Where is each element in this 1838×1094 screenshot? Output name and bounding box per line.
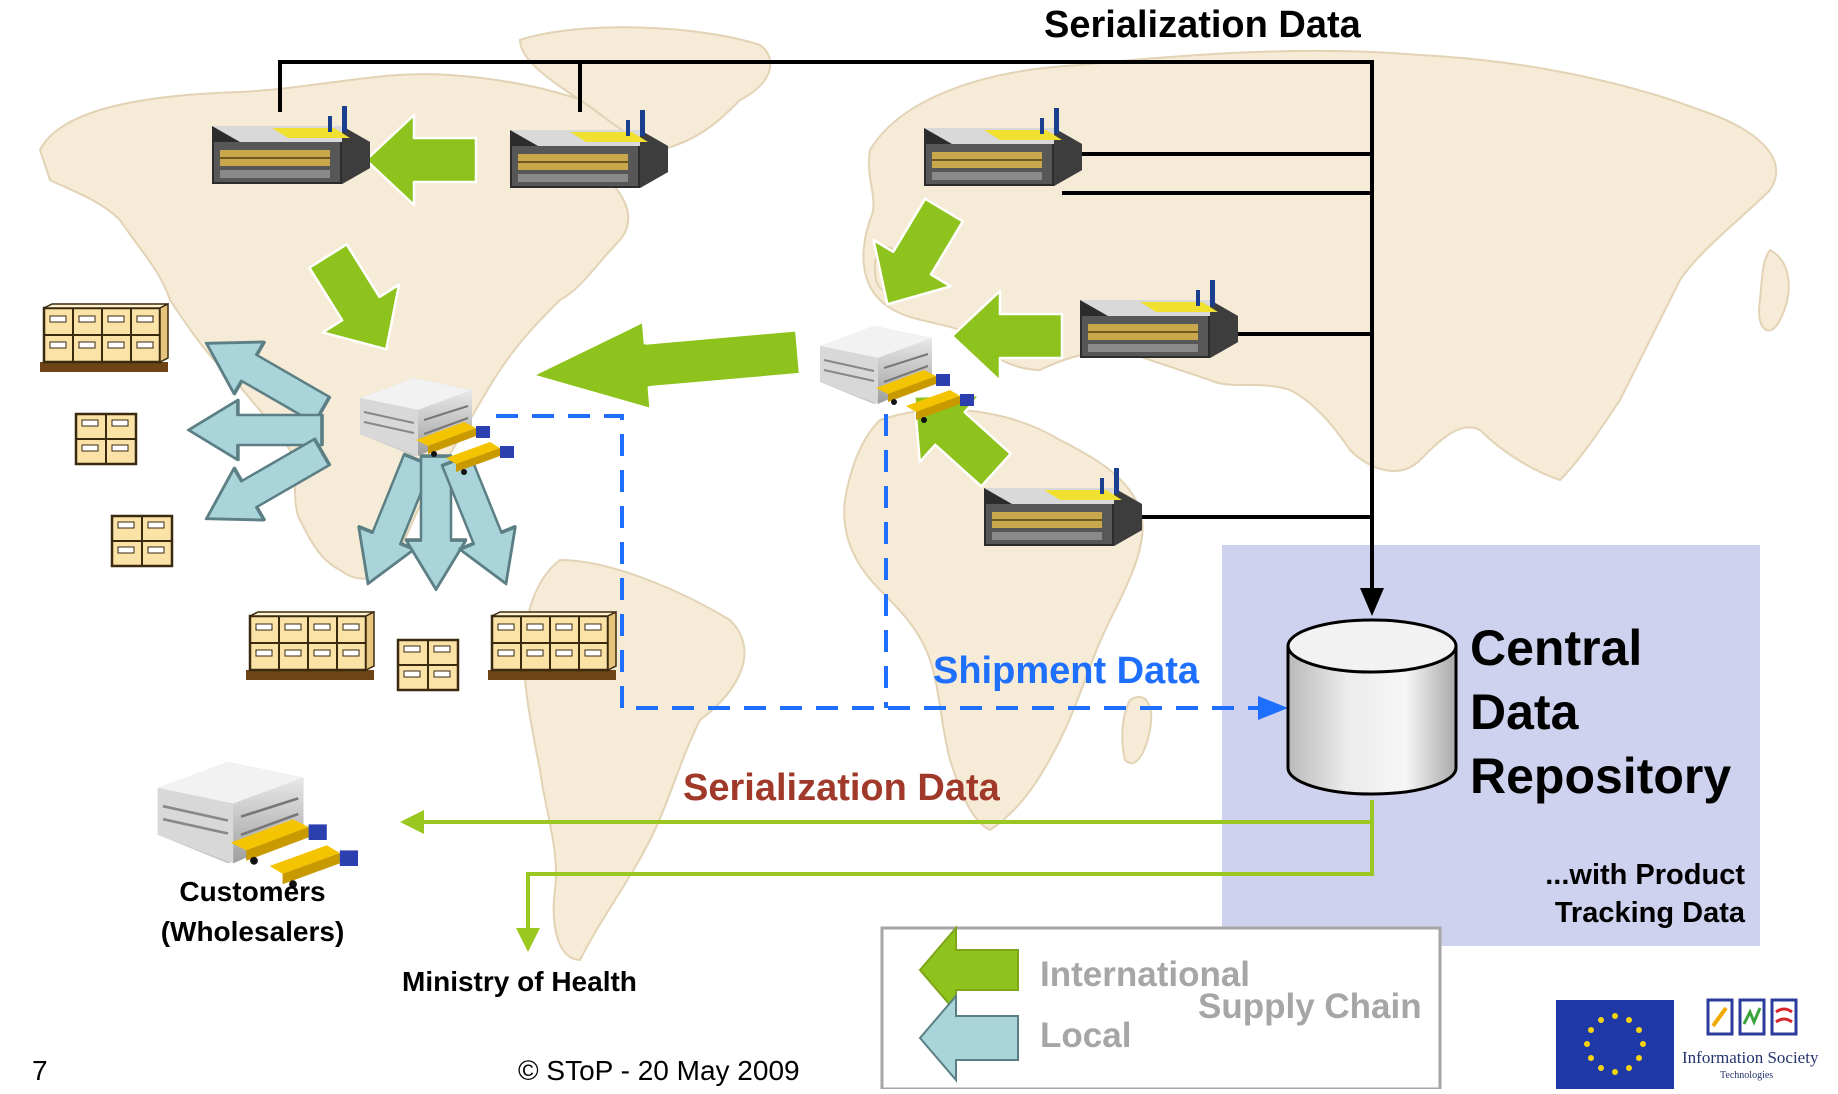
legend-local-arrow (918, 993, 1019, 1083)
intl-arrow-3 (528, 307, 804, 420)
ministry-arrowhead (516, 928, 540, 952)
information-society-logo (1706, 998, 1798, 1036)
legend-international-label: International (1040, 955, 1251, 994)
database-cylinder-icon (1286, 618, 1458, 796)
japan (1758, 248, 1790, 332)
legend-local-label: Local (1040, 1016, 1132, 1055)
customers-line-1: Customers (179, 876, 326, 907)
technologies-text: Technologies (1720, 1070, 1774, 1081)
customers-arrowhead (400, 810, 424, 834)
tracking-label: ...with Product Tracking Data (1495, 856, 1745, 932)
serialization-data-label: Serialization Data (683, 767, 1000, 809)
ministry-label: Ministry of Health (402, 966, 637, 997)
legend-international-arrow (918, 925, 1019, 1015)
copyright-notice: © SToP - 20 May 2009 (518, 1055, 800, 1086)
madagascar (1121, 695, 1153, 765)
customers-label: Customers (Wholesalers) (140, 872, 365, 952)
tracking-line-1: ...with Product (1545, 859, 1745, 891)
repository-line-1: Central (1470, 620, 1643, 676)
pallet-icon (38, 302, 170, 374)
box-icon (396, 638, 460, 692)
network-arrowhead (1360, 588, 1384, 616)
network-title: Serialization Data (1044, 4, 1361, 46)
warehouse-icon (156, 760, 360, 890)
shipment-lines (496, 414, 1262, 710)
repository-line-2: Data (1470, 684, 1579, 740)
green-data-lines (420, 800, 1374, 930)
page-number: 7 (32, 1055, 48, 1086)
tracking-line-2: Tracking Data (1554, 897, 1745, 929)
customers-line-2: (Wholesalers) (160, 916, 345, 947)
repository-label: Central Data Repository (1470, 616, 1731, 808)
info-society-text: Information Society (1682, 1048, 1819, 1067)
pallet-icon (244, 610, 376, 682)
shipment-data-label: Shipment Data (933, 650, 1200, 692)
repository-line-3: Repository (1470, 748, 1732, 804)
legend-supply-chain-label: Supply Chain (1198, 987, 1422, 1026)
legend (880, 925, 1442, 1091)
box-icon (110, 514, 174, 568)
eu-flag-icon (1556, 1000, 1674, 1089)
box-icon (74, 412, 138, 466)
serialization-network (278, 60, 1374, 590)
pallet-icon (486, 610, 618, 682)
shipment-arrowhead (1258, 696, 1288, 720)
